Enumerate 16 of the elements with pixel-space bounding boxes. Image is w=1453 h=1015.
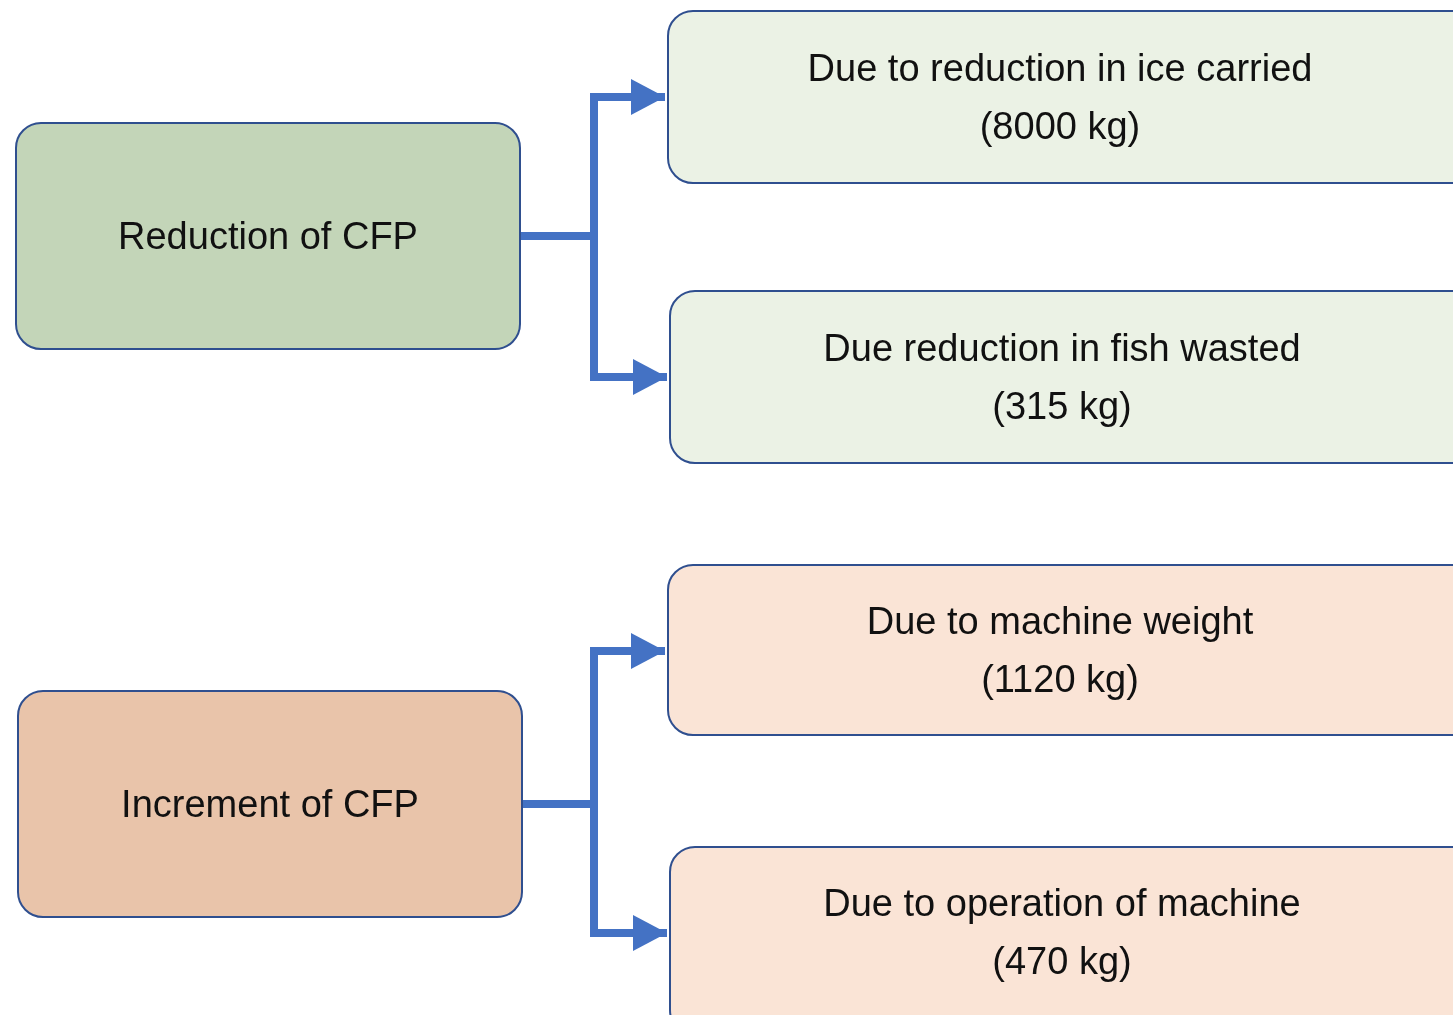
box-label: Due to reduction in ice carried — [807, 46, 1313, 91]
box-label: Due to machine weight — [866, 599, 1254, 644]
category-box — [17, 690, 523, 918]
box-label: Due to operation of machine — [823, 881, 1301, 926]
category-box — [15, 122, 521, 350]
cause-box — [669, 290, 1453, 464]
cause-box — [667, 10, 1453, 184]
amount-label: (8000 kg) — [979, 104, 1141, 149]
box-label: Increment of CFP — [121, 782, 419, 827]
amount-label: (470 kg) — [992, 939, 1132, 984]
amount-label: (1120 kg) — [981, 657, 1139, 702]
box-label: Reduction of CFP — [118, 214, 418, 259]
amount-label: (315 kg) — [992, 384, 1132, 429]
cause-box — [669, 846, 1453, 1015]
box-label: Due reduction in fish wasted — [823, 326, 1301, 371]
cause-box — [667, 564, 1453, 736]
